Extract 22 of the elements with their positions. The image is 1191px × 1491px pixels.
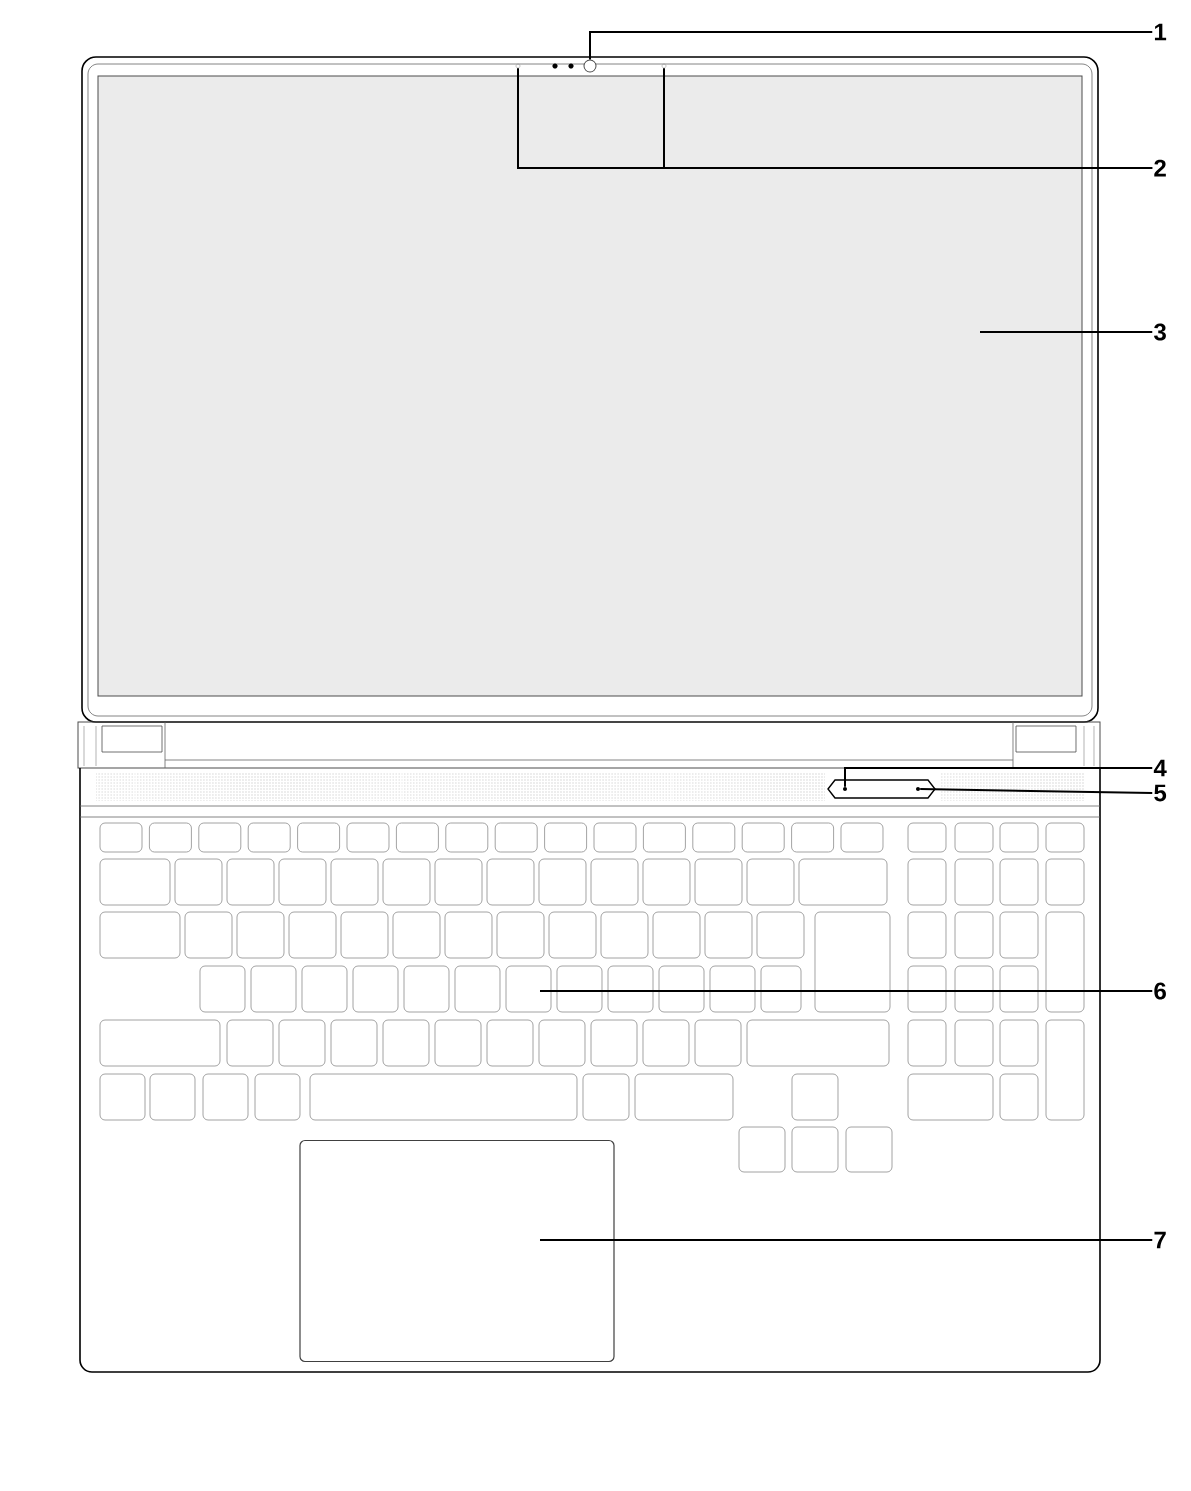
microphone-hole — [515, 63, 521, 69]
leader-line — [919, 788, 1154, 794]
indicator-light — [916, 787, 920, 791]
screen — [97, 75, 1083, 697]
leader-line — [844, 767, 1154, 788]
leader-line — [539, 1239, 1154, 1241]
leader-line — [663, 67, 1154, 169]
leader-line — [589, 31, 1154, 61]
callout-number: 6 — [1154, 982, 1166, 1000]
leader-line — [979, 331, 1154, 333]
touchpad — [299, 1139, 615, 1363]
callout-number: 7 — [1154, 1231, 1166, 1249]
keyboard-drawing — [99, 822, 1085, 1173]
callout-number: 4 — [1153, 759, 1167, 777]
callout-number: 3 — [1154, 323, 1166, 341]
leader-line — [539, 990, 1154, 992]
callout-number: 1 — [1154, 23, 1167, 41]
callout-number: 2 — [1154, 159, 1166, 177]
callout-number: 5 — [1154, 784, 1167, 802]
indicator-light — [843, 787, 847, 791]
camera-lens — [583, 59, 597, 73]
microphone-hole — [661, 63, 667, 69]
